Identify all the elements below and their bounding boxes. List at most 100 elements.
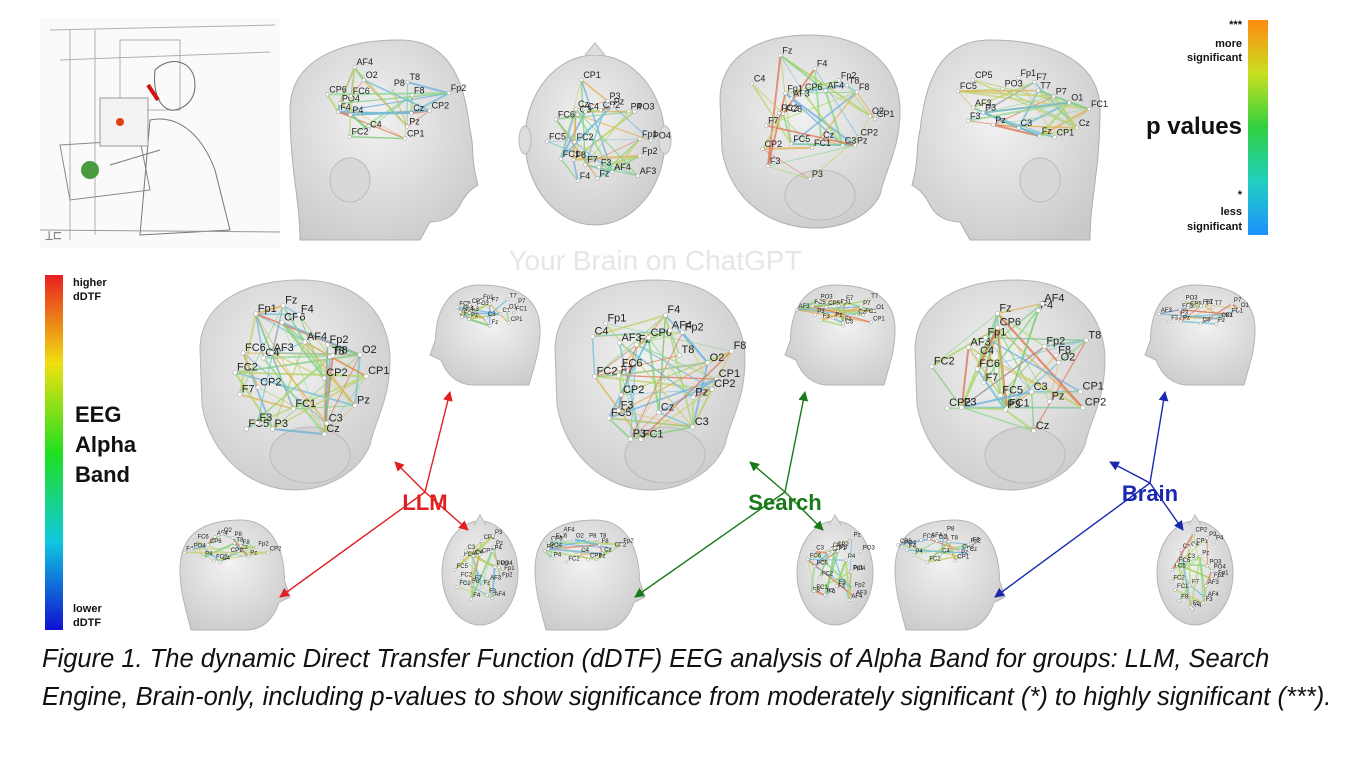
electrode-label: AF3 [1161, 308, 1173, 314]
electrode-label: CP2 [861, 127, 879, 137]
electrode-node [834, 587, 839, 592]
electrode-node [1230, 302, 1234, 306]
connectivity-edge [580, 79, 609, 102]
connectivity-edge [324, 376, 367, 435]
electrode-node [220, 532, 224, 536]
connectivity-edge [1176, 563, 1193, 610]
electrode-node [409, 111, 414, 116]
connectivity-edge [1202, 585, 1207, 603]
electrode-label: F4 [909, 544, 917, 550]
electrode-node [337, 101, 342, 106]
legend-top-line1: more [1215, 38, 1242, 50]
electrode-node [270, 426, 275, 432]
connectivity-edge [997, 313, 1045, 347]
electrode-node [232, 541, 237, 546]
electrode-node [467, 303, 472, 307]
electrode-node [230, 536, 235, 540]
electrode-label: F8 [1058, 344, 1071, 356]
electrode-label: P4 [631, 101, 642, 111]
electrode-node [635, 173, 640, 178]
connectivity-edge [629, 344, 638, 440]
electrode-label: AF4 [828, 81, 845, 91]
electrode-label: CP1 [1221, 313, 1233, 319]
electrode-label: FC2 [934, 355, 955, 367]
electrode-node [789, 141, 794, 147]
connectivity-edge [1178, 584, 1191, 602]
electrode-label: Fz [599, 168, 609, 178]
electrode-node [455, 585, 460, 589]
electrode-node [1170, 567, 1175, 572]
electrode-node [325, 342, 330, 348]
person-at-computer-illustration: ⊥⊏ [39, 18, 281, 248]
electrode-node [836, 303, 841, 308]
electrode-label: Fp1 [504, 566, 515, 572]
electrode-node [544, 139, 550, 144]
electrode-label: FC2 [929, 556, 941, 562]
electrode-node [546, 547, 550, 551]
electrode-label: P3 [495, 530, 503, 536]
electrode-label: Fp2 [258, 541, 269, 547]
electrode-node [218, 560, 223, 564]
electrode-node [1083, 337, 1089, 343]
electrode-label: FC1 [459, 581, 471, 587]
connectivity-edge [640, 350, 733, 440]
connectivity-edge [1030, 391, 1035, 431]
connectivity-edge [1158, 307, 1189, 315]
electrode-node [227, 552, 231, 556]
electrode-label: CP1 [957, 555, 969, 561]
small-head-network: CP2CzPzCP1C4FC2P4F4PO4CP6FC6AF4O2P8T8F8F… [182, 528, 282, 564]
ddtf-legend: higher dDTF EEG Alpha Band lower dDTF [45, 275, 137, 630]
connectivity-edge [1043, 345, 1060, 364]
electrode-node [564, 560, 569, 565]
connectivity-edge [1004, 391, 1032, 411]
electrode-node [995, 325, 1001, 331]
electrode-label: F8 [602, 539, 610, 545]
electrode-node [496, 565, 501, 569]
electrode-node [1047, 398, 1053, 404]
electrode-node [579, 77, 584, 82]
electrode-node [592, 374, 598, 379]
electrode-node [1201, 601, 1206, 605]
connectivity-edge [802, 91, 844, 147]
big-head-front-view: CP1CP2PzC3CzFC1P3FC5F3CP2F7FC2FC6C4AF3Fp… [554, 279, 746, 491]
electrode-label: PO3 [1209, 560, 1222, 566]
electrode-label: CP5 [828, 301, 840, 307]
electrode-node [1205, 563, 1210, 568]
connectivity-edge [780, 55, 804, 93]
electrode-label: FC6 [464, 552, 476, 558]
connectivity-edge [972, 81, 1035, 109]
electrode-node [709, 386, 715, 392]
electrode-label: PO4 [550, 543, 563, 549]
connectivity-edge [682, 332, 713, 390]
electrode-label: Fp2 [623, 538, 634, 544]
electrode-node [1198, 554, 1202, 559]
electrode-node [463, 549, 468, 553]
connectivity-edge [555, 118, 576, 143]
electrode-label: Fp1 [1020, 68, 1036, 78]
electrode-label: Fp1 [853, 566, 864, 572]
electrode-node [490, 549, 495, 554]
electrode-label: T7 [1040, 81, 1051, 91]
electrode-label: Fp2 [971, 538, 982, 544]
electrode-node [254, 545, 259, 550]
connectivity-edge [982, 303, 1043, 384]
electrode-node [842, 300, 846, 304]
electrode-label: F3 [1205, 597, 1213, 603]
connectivity-edge [272, 354, 361, 430]
electrode-label: F7 [1192, 579, 1200, 585]
connectivity-edge [824, 90, 844, 146]
connectivity-edge [765, 124, 856, 147]
electrode-node [830, 550, 835, 554]
connectivity-edge [1183, 301, 1201, 307]
electrode-label: Fz [1042, 126, 1052, 136]
electrode-label: Pz [1052, 390, 1065, 402]
electrode-label: T8 [410, 72, 421, 82]
electrode-node [605, 98, 610, 104]
electrode-node [590, 334, 595, 339]
electrode-node [981, 110, 986, 115]
electrode-node [1086, 107, 1092, 112]
connectivity-edge [761, 113, 784, 150]
electrode-label: Pz [961, 550, 968, 556]
electrode-label: Pz [1202, 550, 1209, 556]
electrode-label: CP2 [949, 397, 970, 409]
